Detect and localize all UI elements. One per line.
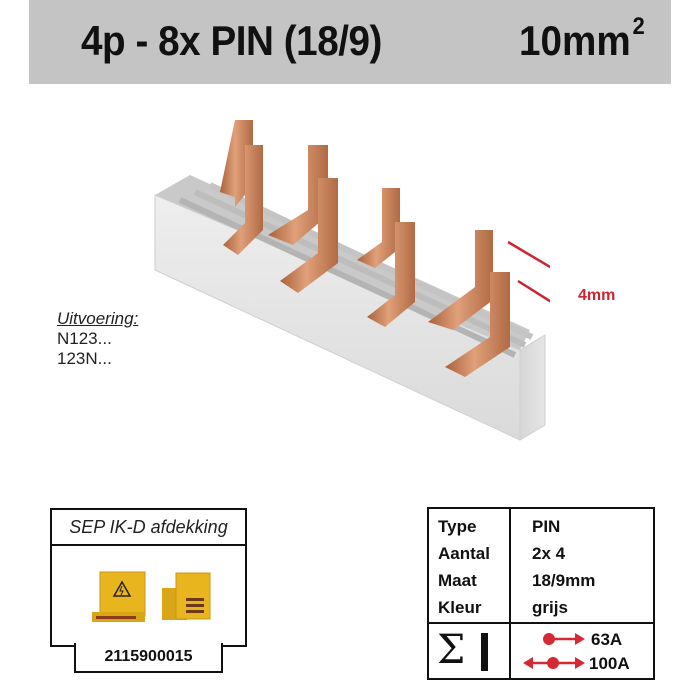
spec-label-maat: Maat (438, 571, 477, 590)
spec-value-type: PIN (532, 517, 561, 536)
dimension-label: 4mm (578, 287, 616, 304)
variant-heading: Uitvoering: (57, 309, 139, 328)
spec-labels: Type Aantal Maat Kleur (438, 513, 490, 621)
high-voltage-warning-icon (112, 580, 132, 597)
spec-value-aantal: 2x 4 (532, 544, 566, 563)
end-feed-arrow-icon (543, 633, 585, 645)
spec-values: PIN 2x 4 18/9mm grijs (532, 513, 595, 621)
variant-option: 123N... (57, 349, 112, 368)
pin-pair-3 (357, 188, 415, 327)
spec-value-maat: 18/9mm (532, 571, 596, 590)
spec-table: Type Aantal Maat Kleur PIN 2x 4 18/9mm g… (427, 507, 655, 680)
current-symbol-bar (481, 633, 488, 671)
column-divider (509, 509, 511, 678)
spec-value-kleur: grijs (532, 598, 568, 617)
accessory-box: SEP IK-D afdekking (50, 508, 247, 647)
housing-end (519, 334, 546, 441)
current-rating-center-feed: 100A (589, 654, 630, 673)
accessory-image (52, 546, 245, 645)
dimension-line (507, 240, 550, 269)
header-banner: 4p - 8x PIN (18/9) 10mm2 (29, 0, 671, 84)
dimension-line (517, 279, 550, 303)
yellow-cover-caps-image (92, 571, 211, 622)
spec-label-type: Type (438, 517, 477, 536)
sum-symbol: Σ (437, 627, 466, 673)
current-rating-end-feed: 63A (591, 630, 623, 649)
busbar-product-image (154, 120, 550, 441)
pin-pair-1 (220, 120, 263, 255)
variant-option: N123... (57, 329, 112, 348)
cross-section: 10mm2 (519, 13, 645, 65)
center-feed-arrow-icon (523, 657, 585, 669)
spec-row-group (429, 509, 653, 624)
accessory-article-number: 2115900015 (74, 643, 223, 673)
cross-section-value: 10mm (519, 17, 631, 64)
pin-pair-2 (268, 145, 338, 293)
cross-section-exponent: 2 (632, 13, 645, 40)
pin-pair-4 (428, 230, 510, 377)
rail (178, 197, 517, 358)
spec-label-aantal: Aantal (438, 544, 490, 563)
accessory-title: SEP IK-D afdekking (52, 510, 245, 546)
product-title: 4p - 8x PIN (18/9) (81, 17, 382, 64)
spec-label-kleur: Kleur (438, 598, 482, 617)
variant-info: Uitvoering: N123... 123N... (57, 309, 138, 369)
